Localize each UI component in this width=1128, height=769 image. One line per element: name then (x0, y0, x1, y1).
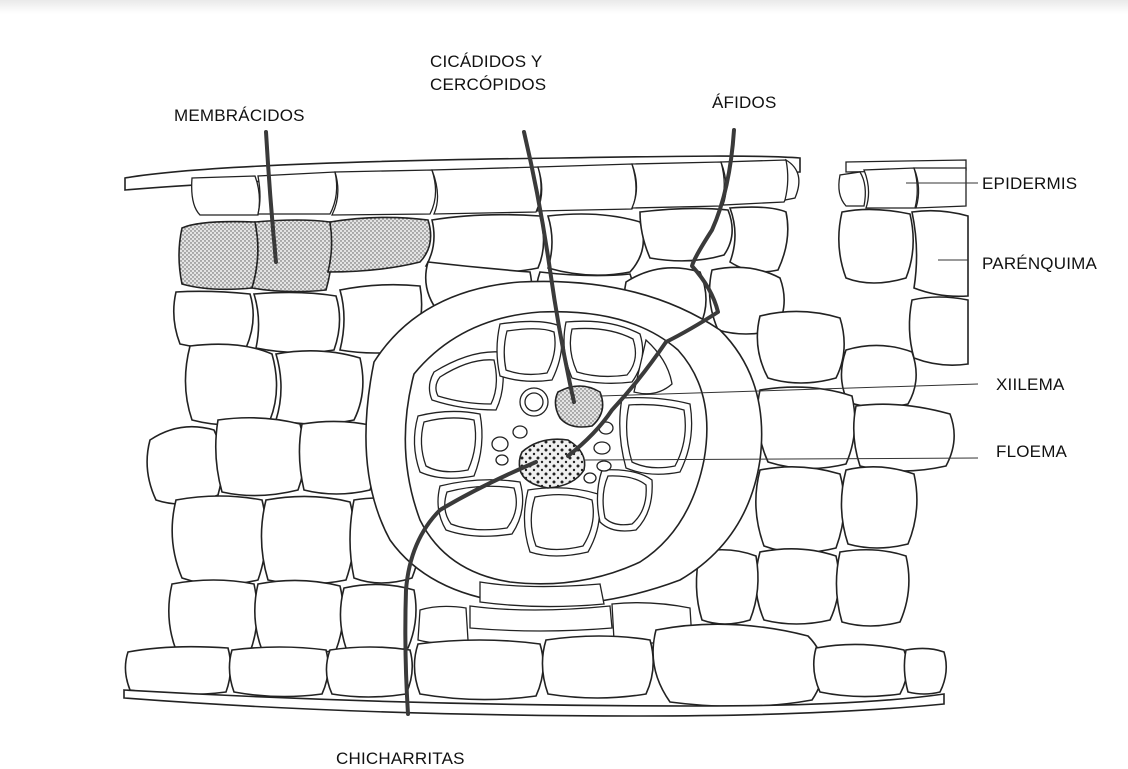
label-cicadidos-line2: CERCÓPIDOS (430, 74, 546, 96)
label-membracidos: MEMBRÁCIDOS (174, 105, 305, 127)
xylem-vessel (555, 386, 602, 427)
fed-cell-2 (252, 220, 332, 292)
label-epidermis: EPIDERMIS (982, 173, 1077, 195)
label-xilema: XIILEMA (996, 374, 1064, 396)
parenchyma-fragment (839, 209, 968, 365)
label-chicharritas: CHICHARRITAS (336, 748, 465, 769)
label-parenquima: PARÉNQUIMA (982, 253, 1097, 275)
upper-epidermis (125, 156, 800, 215)
label-cicadidos-line1: CICÁDIDOS Y (430, 51, 542, 73)
upper-epidermis-fragment (839, 160, 966, 208)
vascular-bundle (366, 281, 762, 605)
label-afidos: ÁFIDOS (712, 92, 777, 114)
label-floema: FLOEMA (996, 441, 1067, 463)
fed-cell-3 (328, 217, 431, 272)
fed-cell-1 (179, 222, 258, 290)
